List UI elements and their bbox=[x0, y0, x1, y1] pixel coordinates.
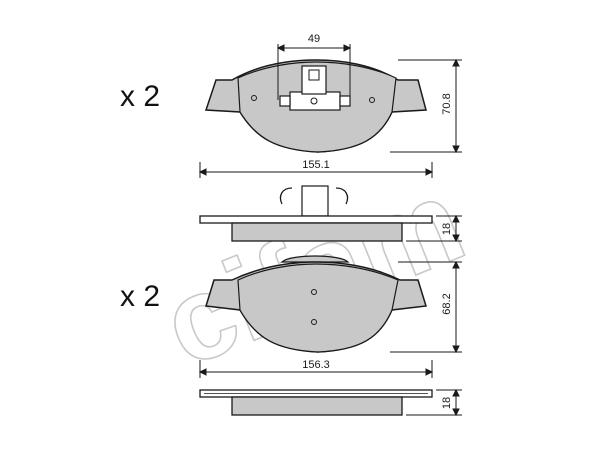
bottom-pad-side-view bbox=[199, 389, 433, 416]
sensor-clip bbox=[279, 65, 351, 111]
top-pad-tab-width-label: 49 bbox=[308, 33, 320, 45]
top-pad-height-dimension bbox=[390, 58, 462, 154]
top-pad-hole-right bbox=[369, 97, 375, 103]
top-pad-quantity: x 2 bbox=[120, 80, 160, 113]
bottom-pad-width-dimension bbox=[198, 360, 434, 378]
bottom-pad-hole-top bbox=[311, 289, 317, 295]
top-pad-thickness-dimension bbox=[406, 214, 462, 243]
top-pad-thickness-label: 18 bbox=[441, 223, 453, 235]
bottom-pad-thickness-dimension bbox=[406, 388, 462, 417]
bottom-pad-width-label: 156.3 bbox=[302, 359, 330, 371]
bottom-pad-quantity: x 2 bbox=[120, 280, 160, 313]
top-pad-side-view bbox=[199, 185, 433, 242]
top-pad-hole-left bbox=[251, 95, 257, 101]
top-pad-height-label: 70.8 bbox=[441, 93, 453, 114]
bottom-pad-height-dimension bbox=[390, 260, 462, 354]
top-pad-front-view bbox=[204, 59, 427, 153]
top-pad-width-label: 155.1 bbox=[302, 159, 330, 171]
bottom-pad-hole-bottom bbox=[311, 319, 317, 325]
top-pad-width-dimension bbox=[198, 162, 434, 178]
bottom-pad-thickness-label: 18 bbox=[441, 397, 453, 409]
bottom-pad-front-view bbox=[205, 255, 427, 353]
bottom-pad-height-label: 68.2 bbox=[441, 293, 453, 314]
top-pad-tab-dimension bbox=[276, 44, 352, 100]
